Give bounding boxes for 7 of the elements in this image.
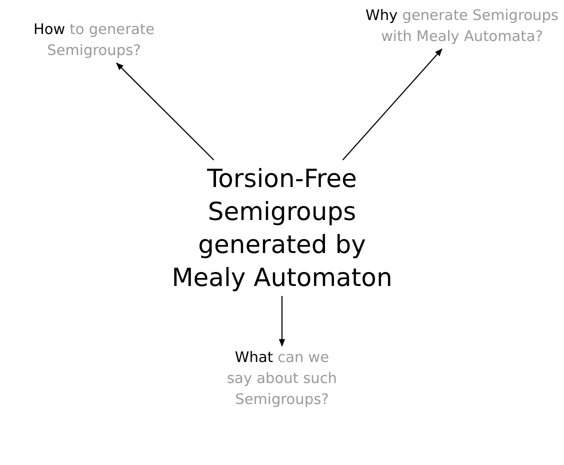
arrow [116,62,214,160]
arrow [342,48,442,160]
topic-text: Torsion-Free Semigroups generated by Mealy Automaton [160,162,404,294]
question-text: How to generate Semigroups? [4,20,184,62]
arrow [278,296,286,347]
question-text: Why generate Semigroups with Mealy Automata? [362,6,562,48]
question-text: What can we say about such Semigroups? [222,348,342,411]
